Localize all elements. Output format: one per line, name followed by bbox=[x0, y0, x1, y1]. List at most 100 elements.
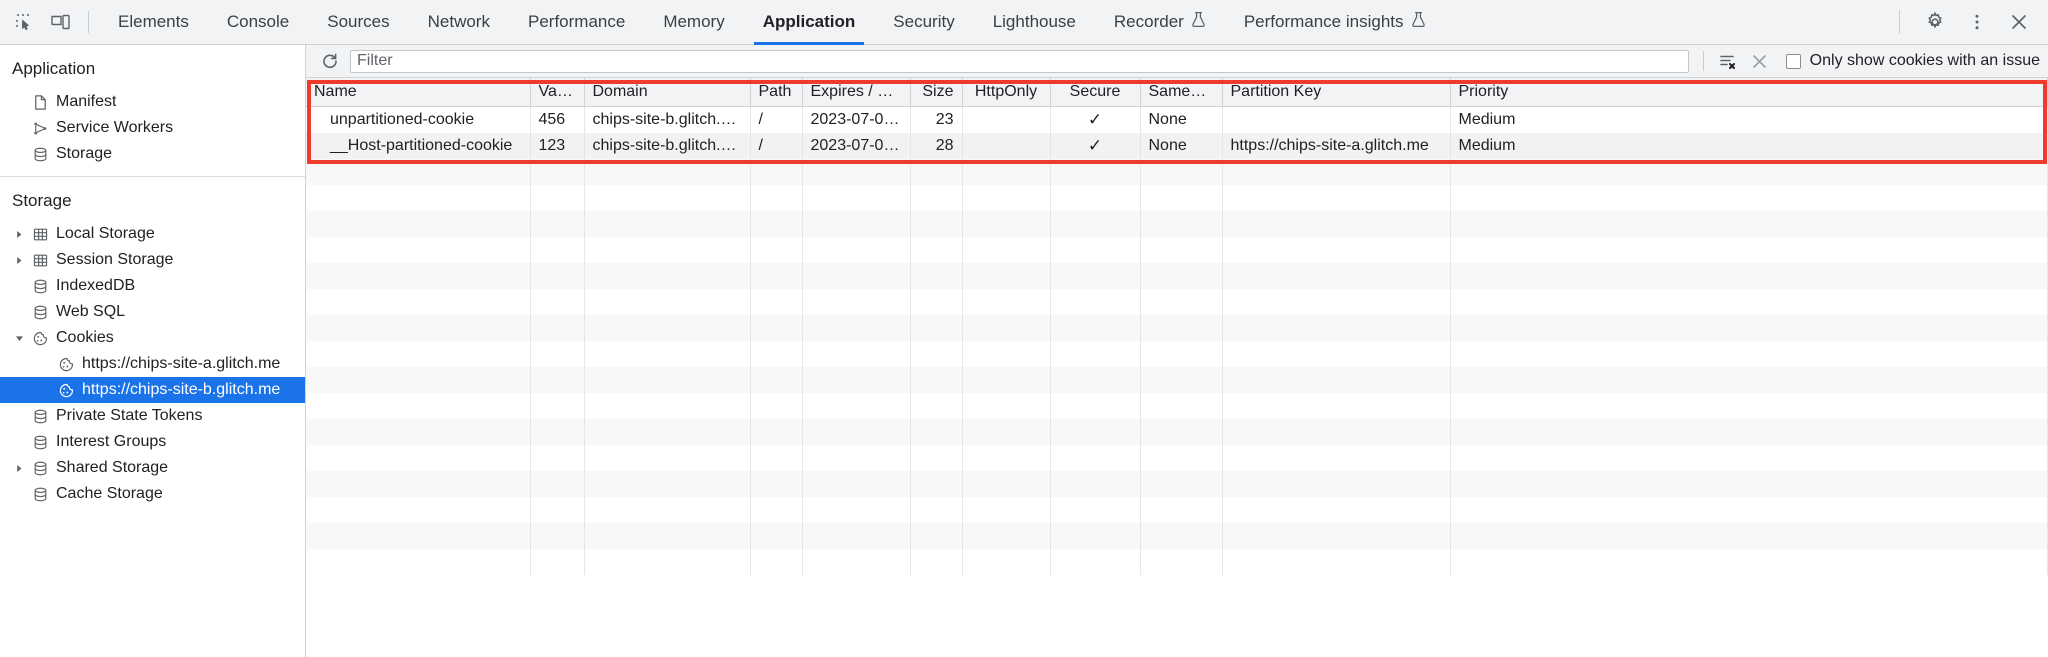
sidebar-item-session-storage[interactable]: Session Storage bbox=[0, 247, 305, 273]
column-header-secure[interactable]: Secure bbox=[1050, 78, 1141, 107]
sidebar-item-cache-storage[interactable]: Cache Storage bbox=[0, 481, 305, 507]
device-toolbar-icon[interactable] bbox=[42, 6, 78, 38]
sidebar-item-shared-storage[interactable]: Shared Storage bbox=[0, 455, 305, 481]
empty-cell bbox=[910, 418, 963, 445]
toolbar-right-actions bbox=[1893, 5, 2038, 39]
empty-cell bbox=[910, 158, 963, 185]
tab-network[interactable]: Network bbox=[409, 0, 509, 45]
sidebar-item-manifest[interactable]: Manifest bbox=[0, 89, 305, 115]
empty-row bbox=[306, 288, 2048, 315]
empty-cell bbox=[962, 366, 1051, 393]
tab-elements[interactable]: Elements bbox=[99, 0, 208, 45]
tab-label: Performance bbox=[527, 12, 626, 31]
tab-performance-insights[interactable]: Performance insights bbox=[1225, 0, 1445, 45]
column-header-domain[interactable]: Domain bbox=[584, 78, 751, 107]
chevron-right-icon[interactable] bbox=[10, 256, 28, 265]
empty-cell bbox=[1140, 496, 1223, 523]
cell-name: unpartitioned-cookie bbox=[306, 106, 531, 133]
empty-cell bbox=[1450, 340, 2048, 367]
column-header-httponly[interactable]: HttpOnly bbox=[962, 78, 1051, 107]
clear-filtered-icon[interactable] bbox=[1714, 48, 1742, 74]
empty-cell bbox=[1222, 392, 1451, 419]
chevron-down-icon[interactable] bbox=[10, 334, 28, 343]
inspect-element-icon[interactable] bbox=[6, 6, 42, 38]
empty-cell bbox=[1450, 392, 2048, 419]
tab-label: Network bbox=[427, 12, 490, 31]
empty-cell bbox=[1050, 184, 1141, 211]
clear-all-icon[interactable] bbox=[1746, 48, 1774, 74]
sidebar-item-storage[interactable]: Storage bbox=[0, 141, 305, 167]
empty-cell bbox=[1140, 158, 1223, 185]
cell-size: 28 bbox=[910, 132, 963, 159]
cell-priority: Medium bbox=[1450, 106, 2048, 133]
empty-cell bbox=[750, 366, 803, 393]
refresh-icon[interactable] bbox=[316, 48, 344, 74]
empty-cell bbox=[1050, 366, 1141, 393]
empty-cell bbox=[802, 236, 911, 263]
cell-priority: Medium bbox=[1450, 132, 2048, 159]
sidebar-item-interest-groups[interactable]: Interest Groups bbox=[0, 429, 305, 455]
sidebar-item-label: Private State Tokens bbox=[56, 407, 203, 424]
empty-row bbox=[306, 236, 2048, 263]
column-header-priority[interactable]: Priority bbox=[1450, 78, 2048, 107]
empty-cell bbox=[1222, 262, 1451, 289]
tab-recorder[interactable]: Recorder bbox=[1095, 0, 1225, 45]
only-issues-checkbox[interactable]: Only show cookies with an issue bbox=[1785, 52, 2040, 70]
sidebar-item-cookies[interactable]: Cookies bbox=[0, 325, 305, 351]
chevron-right-icon[interactable] bbox=[10, 464, 28, 473]
tab-memory[interactable]: Memory bbox=[644, 0, 743, 45]
sidebar-item-local-storage[interactable]: Local Storage bbox=[0, 221, 305, 247]
empty-cell bbox=[530, 444, 585, 471]
storage-section-title: Storage bbox=[12, 191, 72, 210]
empty-cell bbox=[584, 418, 751, 445]
column-header-partitionkey[interactable]: Partition Key bbox=[1222, 78, 1451, 107]
empty-cell bbox=[1222, 496, 1451, 523]
tab-console[interactable]: Console bbox=[208, 0, 308, 45]
tab-application[interactable]: Application bbox=[744, 0, 875, 45]
gear-icon[interactable] bbox=[1916, 5, 1954, 39]
empty-cell bbox=[1050, 392, 1141, 419]
sidebar-item-label: Cache Storage bbox=[56, 485, 163, 502]
tab-sources[interactable]: Sources bbox=[308, 0, 408, 45]
sidebar-item-https-chips-site-a-glitch-me[interactable]: https://chips-site-a.glitch.me bbox=[0, 351, 305, 377]
sidebar-item-web-sql[interactable]: Web SQL bbox=[0, 299, 305, 325]
chevron-right-icon[interactable] bbox=[10, 230, 28, 239]
empty-cell bbox=[1140, 366, 1223, 393]
empty-cell bbox=[1450, 158, 2048, 185]
empty-cell bbox=[1140, 340, 1223, 367]
column-header-name[interactable]: Name bbox=[306, 78, 531, 107]
empty-cell bbox=[1140, 418, 1223, 445]
sidebar-item-https-chips-site-b-glitch-me[interactable]: https://chips-site-b.glitch.me bbox=[0, 377, 305, 403]
application-section: Application Manifest Service Workers Sto… bbox=[0, 45, 305, 173]
column-header-path[interactable]: Path bbox=[750, 78, 803, 107]
empty-cell bbox=[1222, 522, 1451, 549]
empty-cell bbox=[1450, 184, 2048, 211]
empty-cell bbox=[530, 522, 585, 549]
column-header-size[interactable]: Size bbox=[910, 78, 963, 107]
tab-lighthouse[interactable]: Lighthouse bbox=[974, 0, 1095, 45]
column-header-expires[interactable]: Expires / M… bbox=[802, 78, 911, 107]
empty-cell bbox=[802, 444, 911, 471]
cell-samesite: None bbox=[1140, 106, 1223, 133]
column-header-samesite[interactable]: SameSite bbox=[1140, 78, 1223, 107]
tab-performance[interactable]: Performance bbox=[509, 0, 644, 45]
tab-security[interactable]: Security bbox=[874, 0, 973, 45]
sidebar-item-private-state-tokens[interactable]: Private State Tokens bbox=[0, 403, 305, 429]
sidebar-item-indexeddb[interactable]: IndexedDB bbox=[0, 273, 305, 299]
sidebar-item-service-workers[interactable]: Service Workers bbox=[0, 115, 305, 141]
empty-cell bbox=[910, 444, 963, 471]
application-tree: Manifest Service Workers Storage bbox=[0, 89, 305, 167]
empty-cell bbox=[306, 262, 531, 289]
empty-row bbox=[306, 392, 2048, 419]
more-vertical-icon[interactable] bbox=[1958, 5, 1996, 39]
empty-cell bbox=[1222, 470, 1451, 497]
close-icon[interactable] bbox=[2000, 5, 2038, 39]
empty-cell bbox=[802, 314, 911, 341]
empty-cell bbox=[1222, 210, 1451, 237]
checkbox-box[interactable] bbox=[1785, 53, 1801, 69]
filter-input[interactable] bbox=[350, 49, 1689, 73]
column-header-value[interactable]: Value bbox=[530, 78, 585, 107]
